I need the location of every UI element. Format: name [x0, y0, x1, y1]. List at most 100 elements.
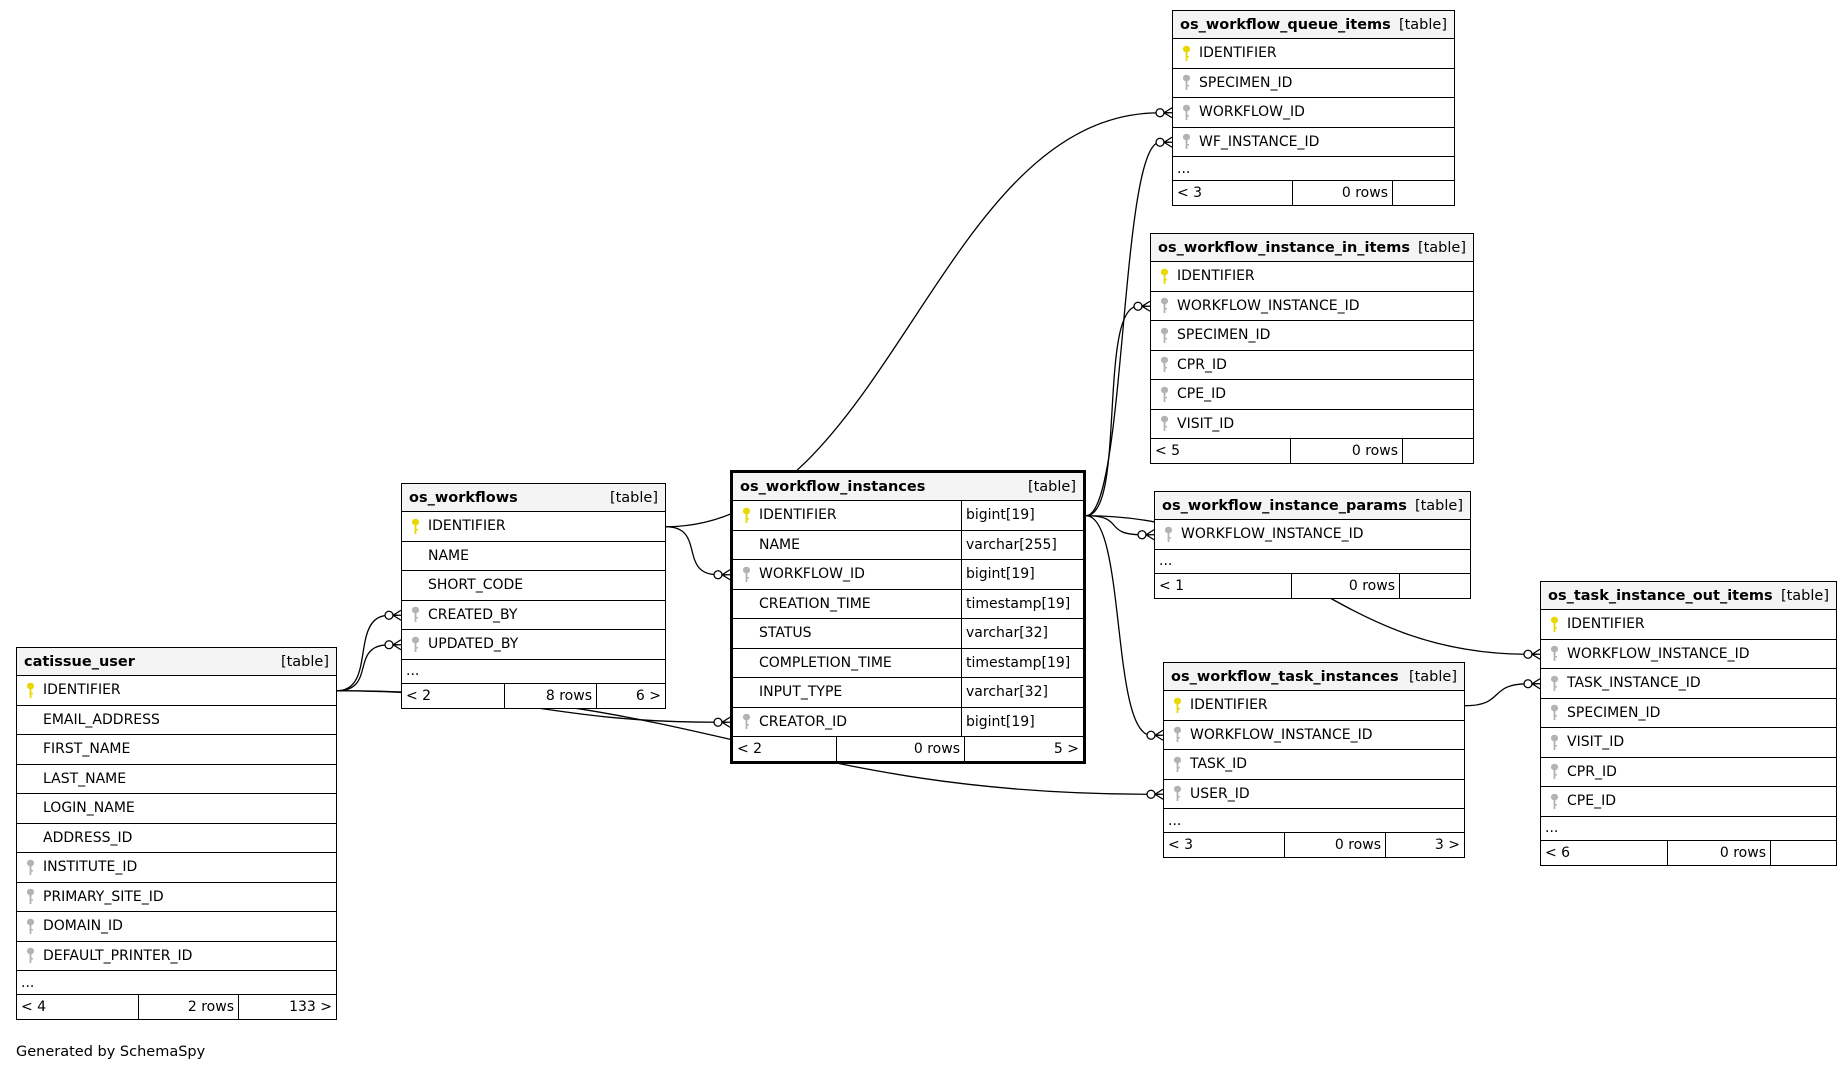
column-name: STATUS	[759, 625, 812, 642]
table-footer: < 3 0 rows 3 >	[1164, 833, 1464, 857]
table-tag: [table]	[1408, 668, 1457, 685]
column-row[interactable]: IDENTIFIER	[17, 676, 336, 706]
optional-marker	[384, 640, 394, 650]
table-os-workflow-task-instances[interactable]: os_workflow_task_instances[table] IDENTI…	[1163, 662, 1465, 858]
table-os-workflow-instance-in-items[interactable]: os_workflow_instance_in_items[table] IDE…	[1150, 233, 1474, 464]
table-os-workflow-queue-items[interactable]: os_workflow_queue_items[table] IDENTIFIE…	[1172, 10, 1455, 206]
column-row[interactable]: WORKFLOW_ID	[1173, 98, 1454, 128]
column-row[interactable]: SPECIMEN_ID	[1541, 699, 1836, 728]
parents-link[interactable]: < 2	[733, 737, 837, 761]
column-row[interactable]: FIRST_NAME	[17, 735, 336, 765]
column-row[interactable]: EMAIL_ADDRESS	[17, 706, 336, 735]
more-columns[interactable]: ...	[17, 971, 336, 995]
column-row[interactable]: UPDATED_BY	[402, 630, 665, 660]
parents-link[interactable]: < 5	[1151, 439, 1291, 463]
column-row[interactable]: SHORT_CODE	[402, 571, 665, 601]
column-type: bigint[19]	[961, 707, 1083, 736]
column-row[interactable]: WF_INSTANCE_ID	[1173, 128, 1454, 157]
children-link[interactable]	[1393, 181, 1454, 205]
crows-foot-marker	[1163, 136, 1173, 148]
crows-foot-marker	[1145, 529, 1155, 541]
more-columns[interactable]: ...	[1173, 157, 1454, 181]
more-columns[interactable]: ...	[1155, 550, 1470, 574]
children-link[interactable]: 3 >	[1434, 837, 1460, 853]
column-name: EMAIL_ADDRESS	[43, 711, 160, 728]
column-row[interactable]: WORKFLOW_INSTANCE_ID	[1151, 292, 1473, 321]
children-link[interactable]	[1771, 841, 1836, 865]
parents-link[interactable]: < 3	[1164, 833, 1285, 857]
table-tag: [table]	[1414, 497, 1463, 514]
column-row[interactable]: VISIT_ID	[1541, 728, 1836, 758]
more-columns[interactable]: ...	[402, 660, 665, 684]
column-row[interactable]: USER_ID	[1164, 780, 1464, 809]
column-row[interactable]: ADDRESS_ID	[17, 824, 336, 853]
column-row[interactable]: SPECIMEN_ID	[1151, 321, 1473, 351]
table-os-task-instance-out-items[interactable]: os_task_instance_out_items[table] IDENTI…	[1540, 581, 1837, 866]
column-row[interactable]: IDENTIFIER	[1151, 262, 1473, 292]
children-link[interactable]: 5 >	[1053, 741, 1079, 757]
children-link[interactable]	[1400, 574, 1470, 598]
parents-link[interactable]: < 6	[1541, 840, 1668, 865]
column-row[interactable]: DOMAIN_ID	[17, 912, 336, 942]
more-columns[interactable]: ...	[1164, 809, 1464, 833]
primary-key-icon	[1541, 616, 1567, 633]
column-name: WORKFLOW_INSTANCE_ID	[1190, 726, 1373, 743]
column-row[interactable]: CPE_ID	[1541, 787, 1836, 817]
parents-link[interactable]: < 3	[1173, 181, 1293, 205]
column-row[interactable]: IDENTIFIER	[402, 512, 665, 542]
column-name: CPE_ID	[1177, 386, 1226, 403]
optional-marker	[1155, 137, 1165, 147]
crows-foot-marker	[1531, 678, 1541, 690]
column-name: SPECIMEN_ID	[1199, 74, 1293, 91]
children-link[interactable]: 133 >	[289, 999, 332, 1015]
parents-link[interactable]: < 2	[402, 683, 505, 708]
column-row[interactable]: SPECIMEN_ID	[1173, 69, 1454, 98]
column-row[interactable]: WORKFLOW_INSTANCE_ID	[1155, 520, 1470, 550]
column-row[interactable]: TASK_ID	[1164, 750, 1464, 780]
children-link[interactable]	[1403, 439, 1473, 463]
column-name: FIRST_NAME	[43, 741, 131, 758]
column-row[interactable]: LOGIN_NAME	[17, 794, 336, 824]
column-row[interactable]: IDENTIFIER	[1164, 691, 1464, 721]
column-row[interactable]: VISIT_ID	[1151, 410, 1473, 439]
column-row[interactable]: CPR_ID	[1151, 351, 1473, 380]
column-row[interactable]: LAST_NAME	[17, 765, 336, 794]
column-row[interactable]: CREATED_BY	[402, 601, 665, 630]
column-row[interactable]: PRIMARY_SITE_ID	[17, 883, 336, 912]
column-row[interactable]: CPE_ID	[1151, 380, 1473, 410]
column-type: bigint[19]	[961, 501, 1083, 530]
column-row[interactable]: INSTITUTE_ID	[17, 853, 336, 883]
crows-foot-marker	[392, 639, 402, 651]
foreign-key-icon	[17, 859, 43, 876]
more-columns[interactable]: ...	[1541, 817, 1836, 841]
column-row[interactable]: WORKFLOW_ID bigint[19]	[733, 560, 1083, 590]
parents-link[interactable]: < 4	[17, 995, 139, 1019]
column-row[interactable]: WORKFLOW_INSTANCE_ID	[1541, 640, 1836, 669]
column-row[interactable]: NAME	[402, 542, 665, 571]
column-type: bigint[19]	[961, 560, 1083, 589]
column-row[interactable]: IDENTIFIER	[1541, 610, 1836, 640]
column-row[interactable]: CPR_ID	[1541, 758, 1836, 787]
children-link[interactable]: 6 >	[635, 687, 661, 704]
column-name: WORKFLOW_ID	[759, 566, 865, 583]
column-row[interactable]: TASK_INSTANCE_ID	[1541, 669, 1836, 699]
column-row[interactable]: WORKFLOW_INSTANCE_ID	[1164, 721, 1464, 750]
optional-marker	[1146, 730, 1156, 740]
table-tag: [table]	[1780, 587, 1829, 604]
column-row[interactable]: DEFAULT_PRINTER_ID	[17, 942, 336, 971]
row-count: 0 rows	[1285, 833, 1386, 857]
column-type: timestamp[19]	[961, 589, 1083, 618]
column-row[interactable]: IDENTIFIER	[1173, 39, 1454, 69]
parents-link[interactable]: < 1	[1155, 573, 1292, 598]
table-os-workflow-instance-params[interactable]: os_workflow_instance_params[table] WORKF…	[1154, 491, 1471, 599]
